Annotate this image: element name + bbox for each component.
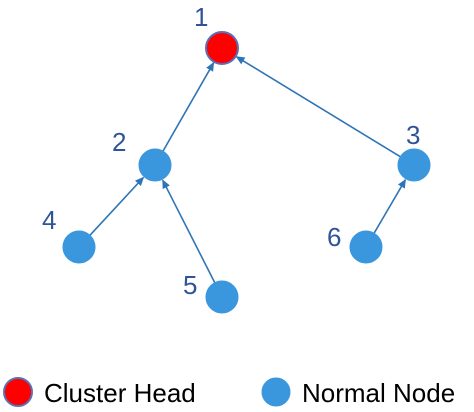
node-labels-group: 1 2 3 4 5 6 (42, 2, 420, 300)
legend-normal-node-label: Normal Node (302, 378, 455, 408)
node-label-6: 6 (327, 222, 341, 252)
node-4 (62, 230, 96, 264)
legend-cluster-head-swatch (3, 377, 33, 407)
legend-cluster-head-label: Cluster Head (44, 378, 196, 408)
edge-5-to-2 (161, 179, 216, 284)
edge-3-to-1 (235, 56, 401, 158)
node-label-5: 5 (183, 270, 197, 300)
nodes-group (62, 31, 431, 314)
edge-6-to-3 (373, 178, 407, 234)
node-label-4: 4 (42, 205, 56, 235)
edges-group (89, 56, 407, 284)
edge-4-to-2 (89, 176, 145, 236)
node-5 (205, 280, 239, 314)
legend-normal-node-swatch (261, 377, 291, 407)
node-1-cluster-head (205, 31, 239, 65)
node-label-2: 2 (112, 127, 126, 157)
node-2 (138, 148, 172, 182)
node-label-1: 1 (194, 2, 208, 32)
legend: Cluster Head Normal Node (3, 377, 455, 408)
node-3 (397, 148, 431, 182)
node-6 (349, 230, 383, 264)
node-label-3: 3 (406, 120, 420, 150)
edge-2-to-1 (162, 61, 215, 152)
